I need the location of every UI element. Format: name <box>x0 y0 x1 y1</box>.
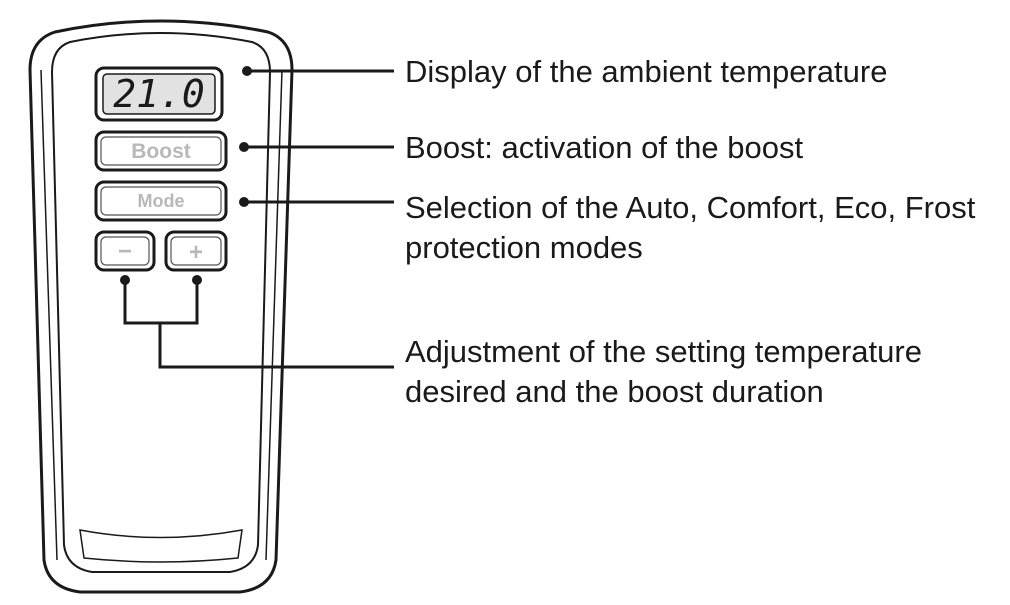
callout-display-line-1: Display of the ambient temperature <box>405 54 888 89</box>
plus-button[interactable]: + <box>164 230 228 272</box>
boost-dot <box>239 142 249 152</box>
temperature-display: 21.0 <box>94 66 224 122</box>
callout-mode-line-1: Selection of the Auto, Comfort, Eco, Fro… <box>405 190 976 225</box>
callout-adjust: Adjustment of the setting temperature de… <box>405 332 922 412</box>
boost-button-label: Boost <box>131 140 191 163</box>
mode-dot <box>239 197 249 207</box>
leader-lines <box>123 69 394 369</box>
callout-boost: Boost: activation of the boost <box>405 128 803 168</box>
callout-mode-line-2: protection modes <box>405 230 643 265</box>
callout-adjust-line-1: Adjustment of the setting temperature <box>405 334 922 369</box>
minus-dot <box>120 275 130 285</box>
plus-button-label: + <box>189 239 203 266</box>
adjust-leader <box>123 280 394 369</box>
callout-adjust-line-2: desired and the boost duration <box>405 374 824 409</box>
mode-button[interactable]: Mode <box>94 180 228 222</box>
leader-dots <box>120 66 252 285</box>
boost-button[interactable]: Boost <box>94 130 228 172</box>
minus-button[interactable]: − <box>94 230 156 272</box>
display-value: 21.0 <box>113 72 205 116</box>
display-dot <box>242 66 252 76</box>
callout-mode: Selection of the Auto, Comfort, Eco, Fro… <box>405 188 975 268</box>
callout-display: Display of the ambient temperature <box>405 52 887 92</box>
mode-button-label: Mode <box>138 191 185 211</box>
callout-boost-line-1: Boost: activation of the boost <box>405 130 804 165</box>
plus-dot <box>192 275 202 285</box>
minus-button-label: − <box>118 238 132 265</box>
